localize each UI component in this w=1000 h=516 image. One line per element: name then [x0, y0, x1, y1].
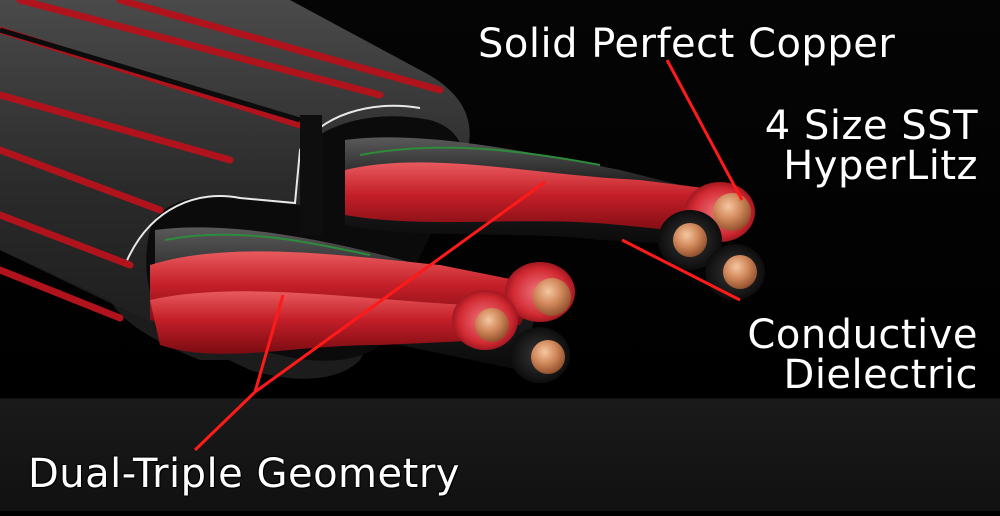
copper-leader-line — [665, 59, 744, 201]
geometry-leader-line-upper — [254, 180, 546, 394]
leader-lines — [193, 59, 744, 452]
dielectric-leader-line — [621, 238, 741, 302]
geometry-label: Dual-Triple Geometry — [28, 451, 460, 497]
geometry-leader-line-stem — [193, 390, 257, 452]
solid-copper-label: Solid Perfect Copper — [478, 21, 896, 67]
geometry-leader-line-lower — [253, 294, 285, 393]
dielectric-label-line1: Conductive — [747, 312, 978, 358]
dielectric-label-line2: Dielectric — [783, 352, 978, 398]
upper-conductor-bundle — [345, 137, 765, 300]
sst-label-line1: 4 Size SST — [764, 103, 978, 149]
sst-label-line2: HyperLitz — [783, 143, 978, 189]
lower-conductor-bundle — [150, 227, 575, 383]
